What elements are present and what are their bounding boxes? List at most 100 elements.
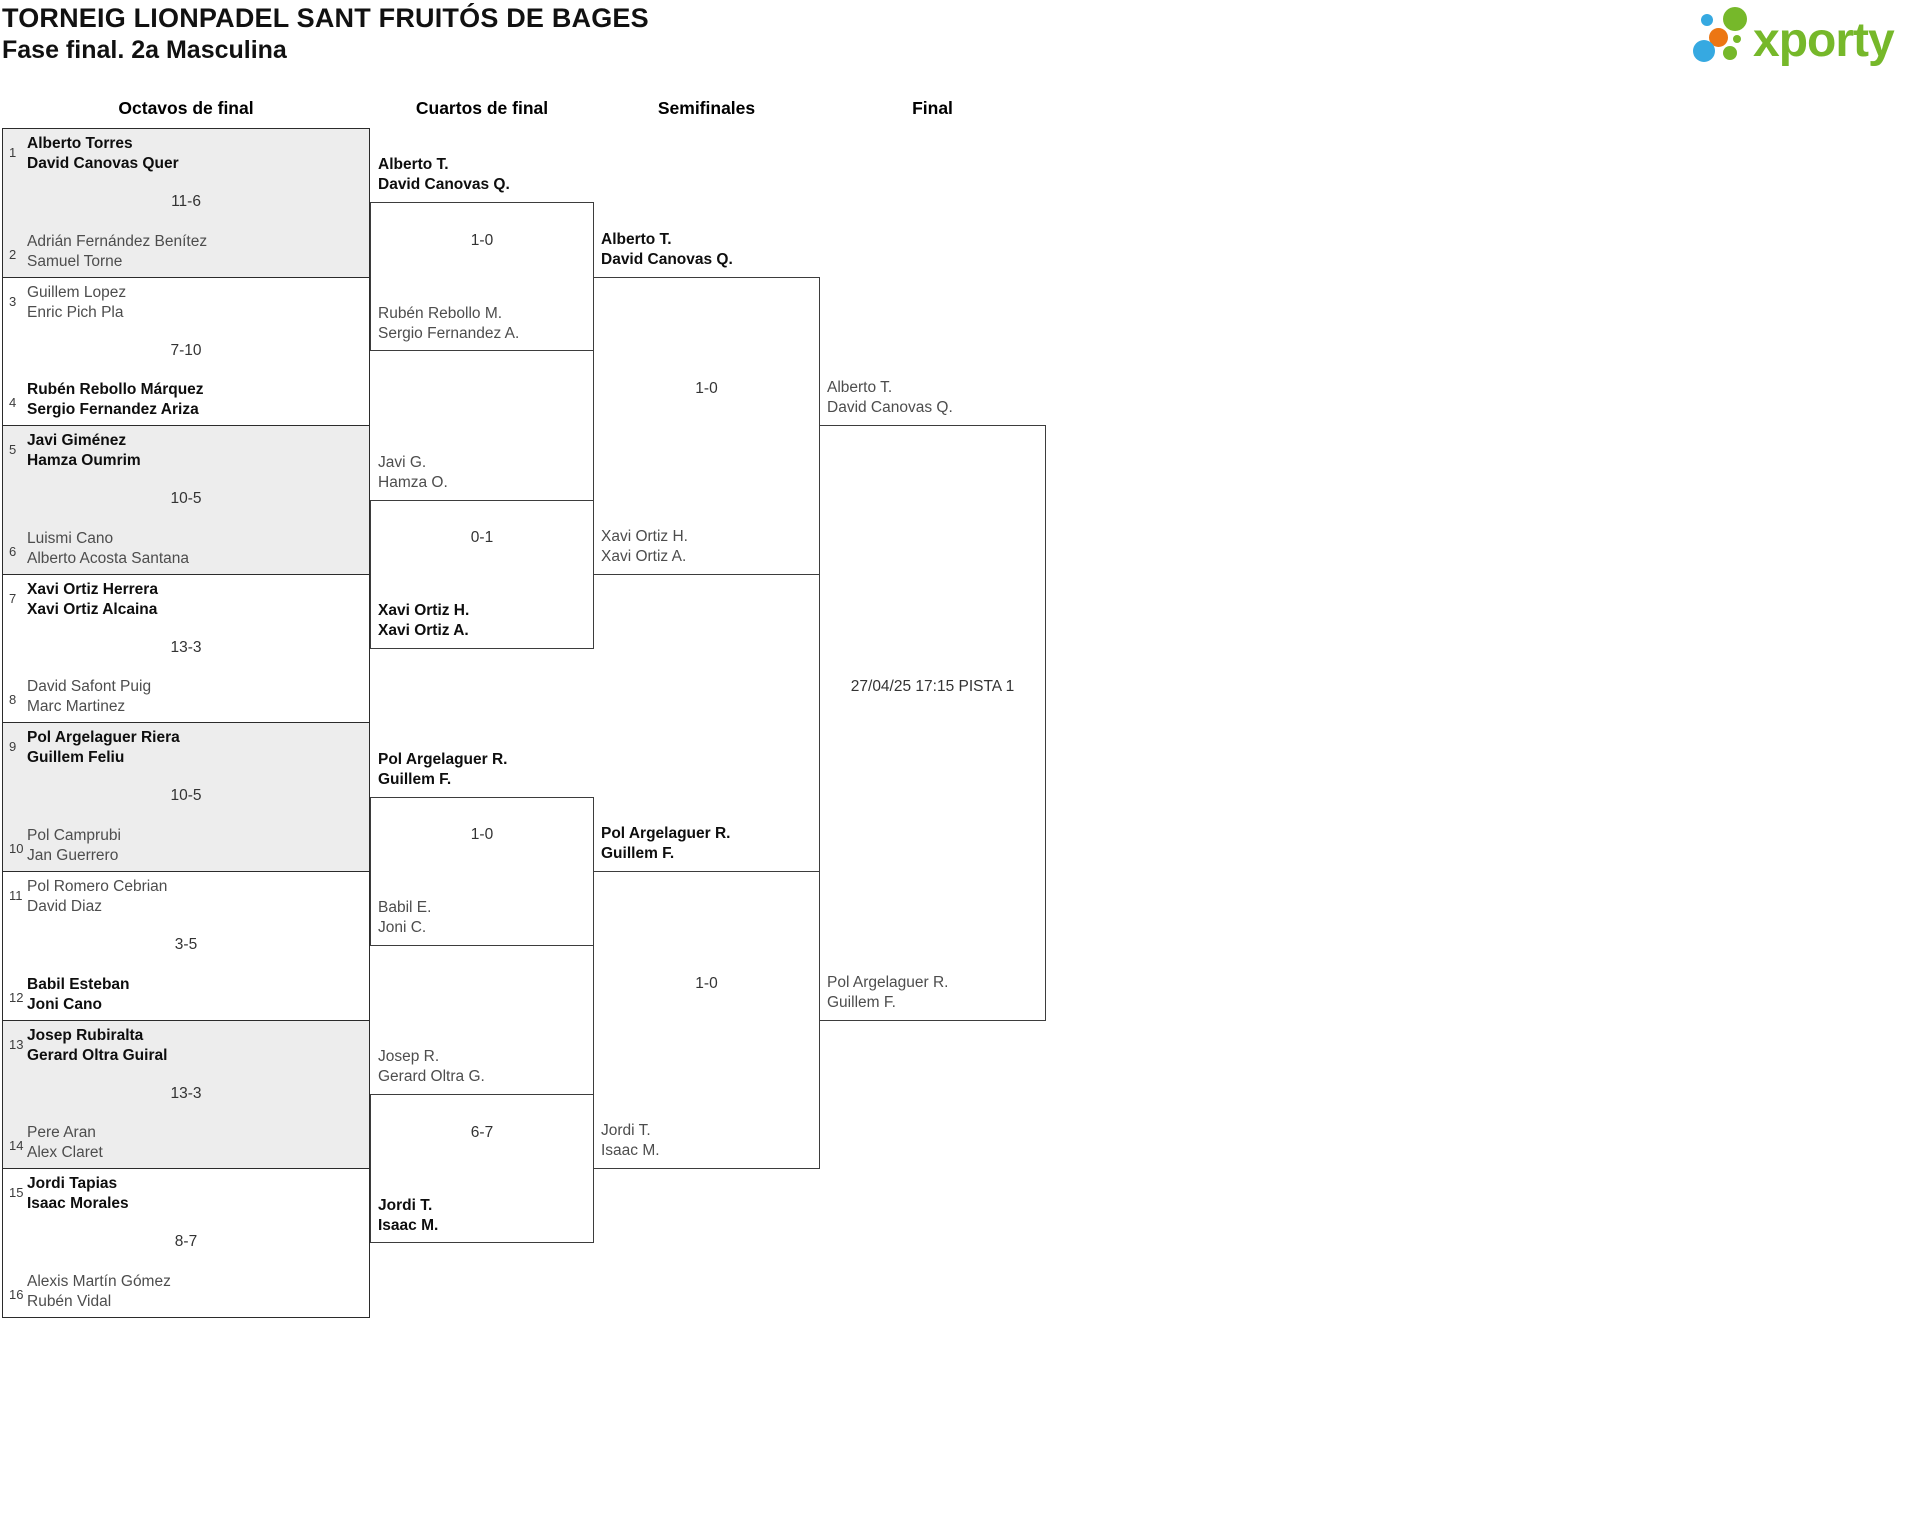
match-box-octavos-6: 11 Pol Romero Cebrian David Diaz 3-5 12 … <box>2 871 370 1021</box>
player-name: Alberto T. <box>601 231 672 248</box>
seed-number: 4 <box>9 395 17 410</box>
tournament-bracket: Octavos de final Cuartos de final Semifi… <box>2 98 1046 1318</box>
round-header-semifinales: Semifinales <box>657 98 756 118</box>
team-pair: Jordi T. Isaac M. <box>601 1121 813 1163</box>
player-name: Enric Pich Pla <box>27 304 124 321</box>
team-pair: Pere Aran Alex Claret <box>27 1123 363 1163</box>
player-name: Gerard Oltra Guiral <box>27 1047 168 1064</box>
team-pair: Javi Giménez Hamza Oumrim <box>27 431 363 471</box>
match-score: 10-5 <box>170 490 202 507</box>
team-pair: Pol Argelaguer Riera Guillem Feliu <box>27 728 363 768</box>
team-pair: Xavi Ortiz H. Xavi Ortiz A. <box>601 527 813 569</box>
seed-number: 3 <box>9 294 17 309</box>
player-name: Hamza O. <box>378 474 448 491</box>
player-name: Isaac M. <box>378 1217 439 1234</box>
team-pair: Alberto T. David Canovas Q. <box>601 230 813 272</box>
match-score: 8-7 <box>174 1233 198 1250</box>
team-pair: Xavi Ortiz Herrera Xavi Ortiz Alcaina <box>27 580 363 620</box>
player-name: Babil E. <box>378 899 432 916</box>
player-name: Alex Claret <box>27 1144 103 1161</box>
match-score: 13-3 <box>170 1084 202 1102</box>
player-name: David Diaz <box>27 898 102 915</box>
player-name: David Safont Puig <box>27 678 152 695</box>
team-pair: Josep Rubiralta Gerard Oltra Guiral <box>27 1026 363 1066</box>
player-name: Pol Argelaguer R. <box>378 751 508 768</box>
round-header-cuartos: Cuartos de final <box>415 98 549 118</box>
player-name: Guillem Lopez <box>27 284 127 301</box>
seed-number: 13 <box>9 1037 24 1052</box>
match-score: 1-0 <box>470 826 494 843</box>
team-pair: Pol Argelaguer R. Guillem F. <box>378 750 588 792</box>
player-name: Guillem F. <box>378 771 452 788</box>
player-name: Pere Aran <box>27 1124 96 1141</box>
player-name: Isaac Morales <box>27 1195 129 1212</box>
match-score: 11-6 <box>171 193 201 210</box>
team-pair: Babil E. Joni C. <box>378 898 588 940</box>
team-pair: Jordi T. Isaac M. <box>378 1196 588 1238</box>
match-score: 3-5 <box>174 936 198 953</box>
team-pair: Jordi Tapias Isaac Morales <box>27 1174 363 1214</box>
player-name: Alberto T. <box>827 379 893 396</box>
seed-number: 9 <box>9 739 17 754</box>
team-pair: David Safont Puig Marc Martinez <box>27 677 363 717</box>
team-pair: Josep R. Gerard Oltra G. <box>378 1047 588 1089</box>
logo-dot-icon <box>1709 28 1728 47</box>
team-pair: Rubén Rebollo M. Sergio Fernandez A. <box>378 304 588 346</box>
phase-subtitle: Fase final. 2a Masculina <box>2 36 287 64</box>
player-name: Javi G. <box>378 454 427 471</box>
player-name: Marc Martinez <box>27 698 126 715</box>
match-score: 13-3 <box>170 638 202 656</box>
tournament-title: TORNEIG LIONPADEL SANT FRUITÓS DE BAGES <box>2 3 649 33</box>
player-name: Alberto T. <box>378 156 449 173</box>
player-name: Samuel Torne <box>27 253 123 270</box>
player-name: Babil Esteban <box>27 976 130 993</box>
player-name: Rubén Vidal <box>27 1293 112 1310</box>
team-pair: Alberto T. David Canovas Q. <box>827 378 1039 420</box>
match-box-cuartos-1 <box>370 202 594 351</box>
seed-number: 16 <box>9 1287 24 1302</box>
player-name: Xavi Ortiz A. <box>601 548 687 565</box>
seed-number: 8 <box>9 692 17 707</box>
team-pair: Alberto T. David Canovas Q. <box>378 155 588 197</box>
player-name: Rubén Rebollo M. <box>378 305 503 322</box>
player-name: Pol Camprubi <box>27 827 121 844</box>
player-name: Guillem F. <box>827 994 896 1011</box>
seed-number: 6 <box>9 544 17 559</box>
seed-number: 2 <box>9 247 17 262</box>
player-name: Alberto Acosta Santana <box>27 550 190 567</box>
player-name: Gerard Oltra G. <box>378 1068 485 1085</box>
match-box-octavos-1: 1 Alberto Torres David Canovas Quer 11-6… <box>2 128 370 278</box>
player-name: Guillem Feliu <box>27 749 125 766</box>
player-name: Jordi T. <box>378 1197 433 1214</box>
match-score: 10-5 <box>170 787 202 804</box>
match-score: 0-1 <box>470 529 494 546</box>
team-pair: Javi G. Hamza O. <box>378 453 588 495</box>
match-box-octavos-2: 3 Guillem Lopez Enric Pich Pla 7-10 4 Ru… <box>2 277 370 426</box>
match-score: 6-7 <box>470 1124 494 1141</box>
player-name: Javi Giménez <box>27 432 127 449</box>
player-name: Guillem F. <box>601 845 675 862</box>
team-pair: Babil Esteban Joni Cano <box>27 975 363 1015</box>
match-score: 1-0 <box>695 975 718 992</box>
player-name: Luismi Cano <box>27 530 114 547</box>
round-header-final: Final <box>912 98 953 118</box>
seed-number: 10 <box>9 841 24 856</box>
match-box-octavos-4: 7 Xavi Ortiz Herrera Xavi Ortiz Alcaina … <box>2 574 370 723</box>
logo-dot-icon <box>1723 7 1747 31</box>
team-pair: Rubén Rebollo Márquez Sergio Fernandez A… <box>27 380 363 420</box>
player-name: Alberto Torres <box>27 135 133 152</box>
logo-dot-icon <box>1701 14 1713 26</box>
seed-number: 7 <box>9 591 17 606</box>
player-name: Xavi Ortiz Herrera <box>27 581 158 598</box>
match-box-octavos-3: 5 Javi Giménez Hamza Oumrim 10-5 6 Luism… <box>2 425 370 575</box>
seed-number: 14 <box>9 1138 24 1153</box>
match-box-octavos-5: 9 Pol Argelaguer Riera Guillem Feliu 10-… <box>2 722 370 872</box>
player-name: Joni C. <box>378 919 427 936</box>
team-pair: Adrián Fernández Benítez Samuel Torne <box>27 232 363 272</box>
team-pair: Alexis Martín Gómez Rubén Vidal <box>27 1272 363 1312</box>
xporty-logo[interactable]: xporty <box>1690 0 1920 75</box>
player-name: Pol Argelaguer R. <box>601 825 731 842</box>
final-schedule: 27/04/25 17:15 PISTA 1 <box>850 678 1015 695</box>
player-name: Jordi T. <box>601 1122 651 1139</box>
logo-wordmark: xporty <box>1753 14 1895 67</box>
